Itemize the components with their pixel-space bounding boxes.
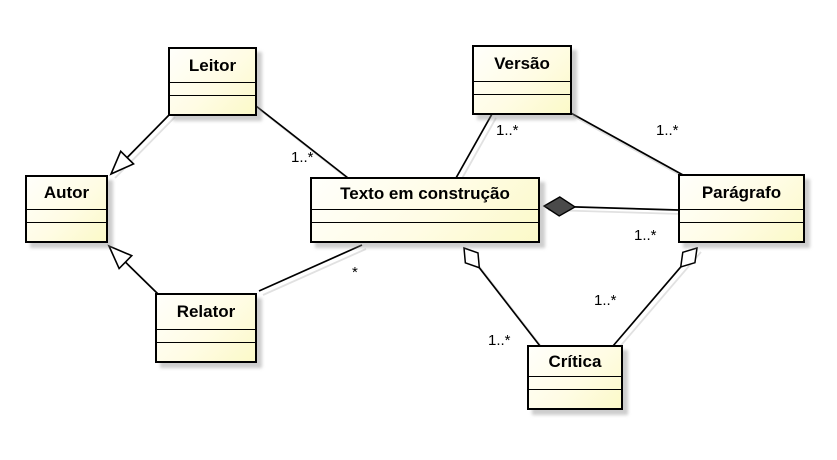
class-critica: Crítica xyxy=(527,345,623,410)
edge-paragrafo-critica-aggregation xyxy=(612,246,698,347)
multiplicity-relator-texto: * xyxy=(352,264,358,281)
multiplicity-versao-texto: 1..* xyxy=(496,122,519,139)
class-name: Texto em construção xyxy=(340,184,510,203)
multiplicity-paragrafo-critica: 1..* xyxy=(594,292,617,309)
edge-relator-autor-generalization xyxy=(107,244,159,295)
attributes-compartment xyxy=(27,209,106,222)
operations-compartment xyxy=(474,94,570,113)
class-name: Autor xyxy=(43,183,90,202)
class-name: Versão xyxy=(494,54,550,73)
class-autor: Autor xyxy=(25,175,108,243)
operations-compartment xyxy=(27,222,106,241)
edge-versao-paragrafo-association xyxy=(568,111,684,176)
multiplicity-texto-critica: 1..* xyxy=(488,332,511,349)
attributes-compartment xyxy=(680,209,803,222)
class-name: Parágrafo xyxy=(701,182,782,202)
operations-compartment xyxy=(680,222,803,241)
operations-compartment xyxy=(529,389,621,408)
attributes-compartment xyxy=(474,81,570,94)
multiplicity-leitor-texto: 1..* xyxy=(291,149,314,166)
operations-compartment xyxy=(170,95,255,114)
operations-compartment xyxy=(312,222,538,241)
attributes-compartment xyxy=(157,329,255,342)
multiplicity-texto-paragrafo: 1..* xyxy=(634,227,657,244)
attributes-compartment xyxy=(529,376,621,389)
edge-relator-texto-association xyxy=(258,244,363,292)
edge-leitor-autor-generalization xyxy=(109,112,172,176)
edge-texto-paragrafo-composition xyxy=(542,196,679,217)
class-texto-em-construcao: Texto em construção xyxy=(310,177,540,243)
edge-texto-critica-aggregation xyxy=(463,246,541,347)
attributes-compartment xyxy=(170,82,255,95)
class-name: Leitor xyxy=(188,55,237,75)
class-leitor: Leitor xyxy=(168,47,257,116)
multiplicity-versao-paragrafo: 1..* xyxy=(656,122,679,139)
edge-leitor-texto-association xyxy=(255,105,349,179)
class-versao: Versão xyxy=(472,45,572,115)
class-relator: Relator xyxy=(155,293,257,363)
attributes-compartment xyxy=(312,209,538,222)
class-name: Relator xyxy=(176,302,236,321)
operations-compartment xyxy=(157,342,255,361)
class-paragrafo: Parágrafo xyxy=(678,174,805,243)
edge-versao-texto-association xyxy=(455,113,493,179)
class-name: Crítica xyxy=(548,351,602,371)
